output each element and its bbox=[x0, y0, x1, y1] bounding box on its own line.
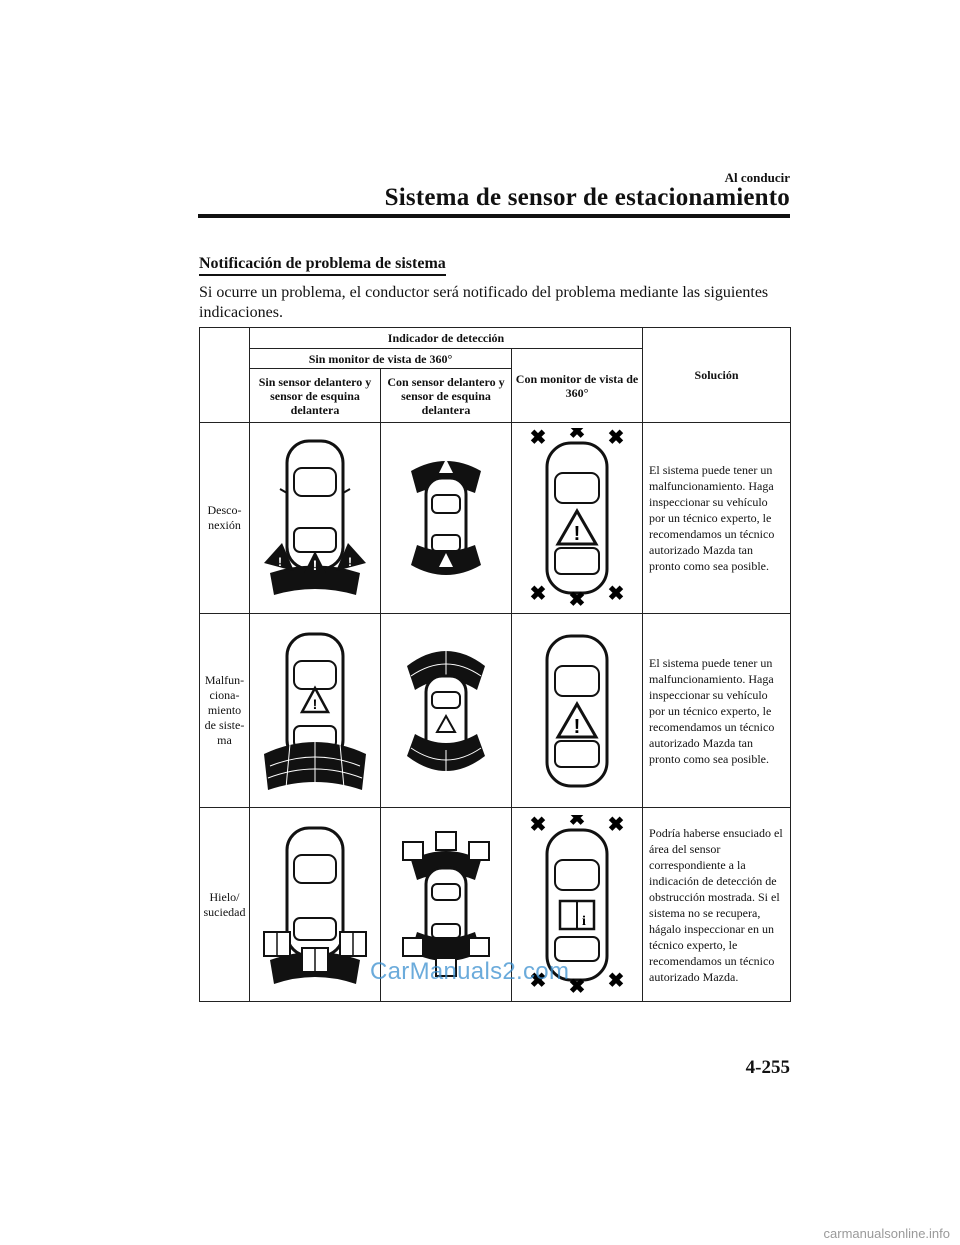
svg-text:!: ! bbox=[278, 555, 282, 569]
header-rule bbox=[198, 214, 790, 218]
row-label-disconnection: Desco- nexión bbox=[199, 422, 250, 614]
svg-text:i: i bbox=[582, 914, 586, 929]
section-title: Notificación de problema de sistema bbox=[199, 255, 446, 276]
svg-text:!: ! bbox=[313, 696, 318, 712]
image-cell: ! bbox=[249, 613, 381, 808]
notification-table: Indicador de detección Solución Sin moni… bbox=[199, 327, 792, 1002]
car-360-camera-malfunction-icon: ! bbox=[545, 634, 609, 787]
image-cell bbox=[249, 807, 381, 1002]
svg-text:✖: ✖ bbox=[569, 815, 586, 830]
page-number: 4-255 bbox=[745, 1057, 790, 1078]
running-header-chapter: Al conducir bbox=[724, 170, 790, 185]
image-cell bbox=[380, 613, 512, 808]
svg-text:!: ! bbox=[574, 716, 581, 738]
svg-text:!: ! bbox=[348, 555, 352, 569]
image-cell: ! ! ! bbox=[249, 422, 381, 614]
svg-text:✖: ✖ bbox=[530, 428, 547, 449]
svg-text:✖: ✖ bbox=[530, 970, 547, 992]
svg-text:✖: ✖ bbox=[608, 815, 625, 836]
row-label-ice-dirt: Hielo/ suciedad bbox=[199, 807, 250, 1002]
car-front-rear-sensor-malfunction-icon bbox=[407, 643, 485, 780]
car-front-rear-sensor-dirt-icon bbox=[402, 830, 490, 977]
svg-text:✖: ✖ bbox=[530, 815, 547, 836]
svg-text:✖: ✖ bbox=[608, 970, 625, 992]
image-cell bbox=[380, 422, 512, 614]
image-cell: ! ✖ ✖ ✖ ✖ ✖ ✖ bbox=[510, 422, 644, 614]
svg-text:!: ! bbox=[313, 557, 318, 573]
solution-text: El sistema puede tener un malfuncionamie… bbox=[642, 422, 792, 614]
running-header-title: Sistema de sensor de estacionamiento bbox=[384, 184, 790, 211]
car-front-rear-sensor-warning-icon bbox=[411, 459, 481, 575]
svg-text:!: ! bbox=[574, 523, 581, 545]
image-cell: i ✖ ✖ ✖ ✖ ✖ ✖ bbox=[510, 807, 644, 1002]
intro-paragraph: Si ocurre un problema, el conductor será… bbox=[199, 284, 769, 321]
car-360-camera-warning-icon: ! ✖ ✖ ✖ ✖ ✖ ✖ bbox=[530, 428, 625, 608]
car-rear-sensor-malfunction-icon: ! bbox=[264, 632, 366, 790]
car-rear-sensor-dirt-icon bbox=[263, 826, 367, 984]
svg-text:✖: ✖ bbox=[569, 428, 586, 443]
car-360-camera-dirt-icon: i ✖ ✖ ✖ ✖ ✖ ✖ bbox=[530, 815, 625, 995]
header-empty-cell bbox=[199, 327, 250, 423]
solution-text: El sistema puede tener un malfuncionamie… bbox=[642, 613, 792, 808]
header-no-front-sensor: Sin sensor delantero y sensor de esquina… bbox=[249, 368, 381, 423]
svg-text:✖: ✖ bbox=[569, 976, 586, 995]
header-detection-indicator: Indicador de detección bbox=[248, 327, 644, 349]
row-label-malfunction: Malfun- ciona- miento de siste- ma bbox=[199, 613, 250, 808]
car-rear-sensor-warning-icon: ! ! ! bbox=[264, 439, 366, 595]
footer-watermark: carmanualsonline.info bbox=[823, 1226, 950, 1241]
watermark-text: CarManuals2.com bbox=[370, 958, 570, 985]
svg-text:✖: ✖ bbox=[608, 428, 625, 449]
solution-text: Podría haberse ensuciado el área del sen… bbox=[642, 807, 792, 1002]
image-cell bbox=[380, 807, 512, 1002]
svg-text:✖: ✖ bbox=[530, 583, 547, 605]
header-solution: Solución bbox=[642, 327, 792, 423]
header-without-360: Sin monitor de vista de 360° bbox=[249, 348, 512, 369]
header-with-front-sensor: Con sensor delantero y sensor de esquina… bbox=[380, 368, 512, 423]
svg-text:✖: ✖ bbox=[569, 589, 586, 608]
svg-text:✖: ✖ bbox=[608, 583, 625, 605]
image-cell: ! bbox=[510, 613, 644, 808]
header-with-360: Con monitor de vista de 360° bbox=[510, 348, 644, 423]
